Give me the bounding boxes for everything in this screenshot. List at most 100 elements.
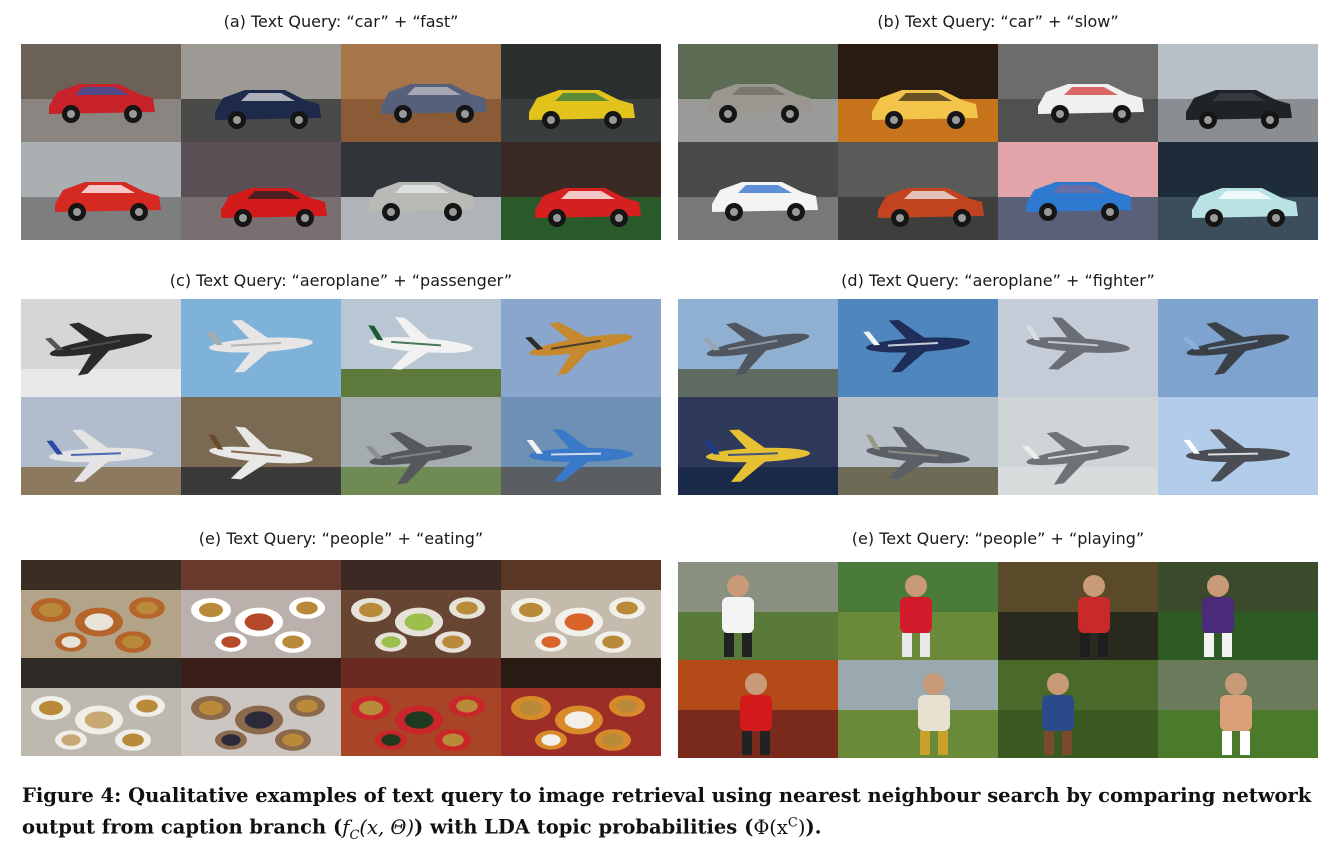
car-photo [838,44,998,142]
car-shape [215,90,321,129]
person-shape [900,575,932,657]
plane-photo [181,299,341,397]
person-shape [722,575,754,657]
plane-photo [181,397,341,495]
person-photo [998,562,1158,660]
plane-photo [1158,299,1318,397]
retrieved-image-car [501,142,661,240]
car-shape [49,84,155,123]
plane-shape [1183,429,1290,482]
retrieved-image-car [341,44,501,142]
plane-photo [1158,397,1318,495]
car-photo [998,44,1158,142]
retrieved-image-car [998,44,1158,142]
retrieved-image-food [181,560,341,658]
person-shape [1078,575,1110,657]
car-shape [221,188,327,227]
plane-shape [45,322,153,376]
plane-shape [863,319,970,373]
caption-lead: Figure 4: Qualitative examples of text q… [22,784,1312,839]
car-photo [998,142,1158,240]
caption-tail: ). [805,815,822,839]
retrieved-image-plane [1158,397,1318,495]
car-shape [369,182,475,221]
caption-math-f: fC(x, Θ) [342,815,414,843]
car-photo [501,44,661,142]
plane-photo [341,299,501,397]
person-photo [678,562,838,660]
caption-mid: ) with LDA topic probabilities ( [414,815,754,839]
retrieved-image-person [838,660,998,758]
retrieved-image-plane [21,299,181,397]
person-photo [998,660,1158,758]
person-shape [1220,673,1252,755]
retrieved-image-plane [678,397,838,495]
retrieved-image-car [21,142,181,240]
plane-photo [21,397,181,495]
retrieved-image-car [678,142,838,240]
car-shape [1186,90,1292,129]
plane-photo [501,299,661,397]
retrieved-image-person [998,660,1158,758]
plane-shape [865,426,970,480]
plane-photo [678,299,838,397]
thumbnail-grid [21,560,661,756]
car-shape [535,188,641,227]
car-shape [1038,84,1144,123]
plane-shape [1182,322,1290,376]
retrieved-image-food [341,658,501,756]
car-shape [878,188,984,227]
food-photo [501,560,661,658]
plane-photo [341,397,501,495]
food-photo [181,658,341,756]
retrieved-image-car [181,142,341,240]
retrieved-image-plane [341,299,501,397]
retrieved-image-plane [501,397,661,495]
plane-shape [526,429,633,482]
plane-shape [703,429,810,482]
plane-photo [838,397,998,495]
car-photo [181,142,341,240]
retrieved-image-food [501,658,661,756]
retrieved-image-food [501,560,661,658]
car-shape [529,90,635,129]
car-shape [55,182,161,221]
person-shape [918,673,950,755]
retrieved-image-plane [838,397,998,495]
retrieved-image-plane [501,299,661,397]
retrieved-image-car [678,44,838,142]
retrieved-image-car [838,44,998,142]
retrieved-image-car [1158,142,1318,240]
thumbnail-grid [678,562,1318,758]
caption-math-phi: Φ(xC) [753,815,806,839]
retrieved-image-food [181,658,341,756]
person-shape [1202,575,1234,657]
car-photo [838,142,998,240]
car-photo [21,44,181,142]
person-photo [1158,562,1318,660]
retrieved-image-plane [341,397,501,495]
person-shape [740,673,772,755]
person-shape [1042,673,1074,755]
car-photo [341,44,501,142]
retrieved-image-plane [998,397,1158,495]
car-shape [1192,188,1298,227]
car-photo [341,142,501,240]
retrieved-image-person [1158,562,1318,660]
plane-photo [21,299,181,397]
retrieved-image-plane [998,299,1158,397]
retrieved-image-car [21,44,181,142]
food-photo [501,658,661,756]
thumbnail-grid [678,44,1318,240]
retrieved-image-food [341,560,501,658]
car-photo [21,142,181,240]
plane-shape [1022,431,1130,485]
retrieved-image-car [181,44,341,142]
retrieved-image-car [998,142,1158,240]
retrieved-image-person [998,562,1158,660]
plane-shape [525,322,633,376]
food-photo [181,560,341,658]
plane-shape [206,319,313,373]
car-photo [1158,142,1318,240]
car-photo [181,44,341,142]
